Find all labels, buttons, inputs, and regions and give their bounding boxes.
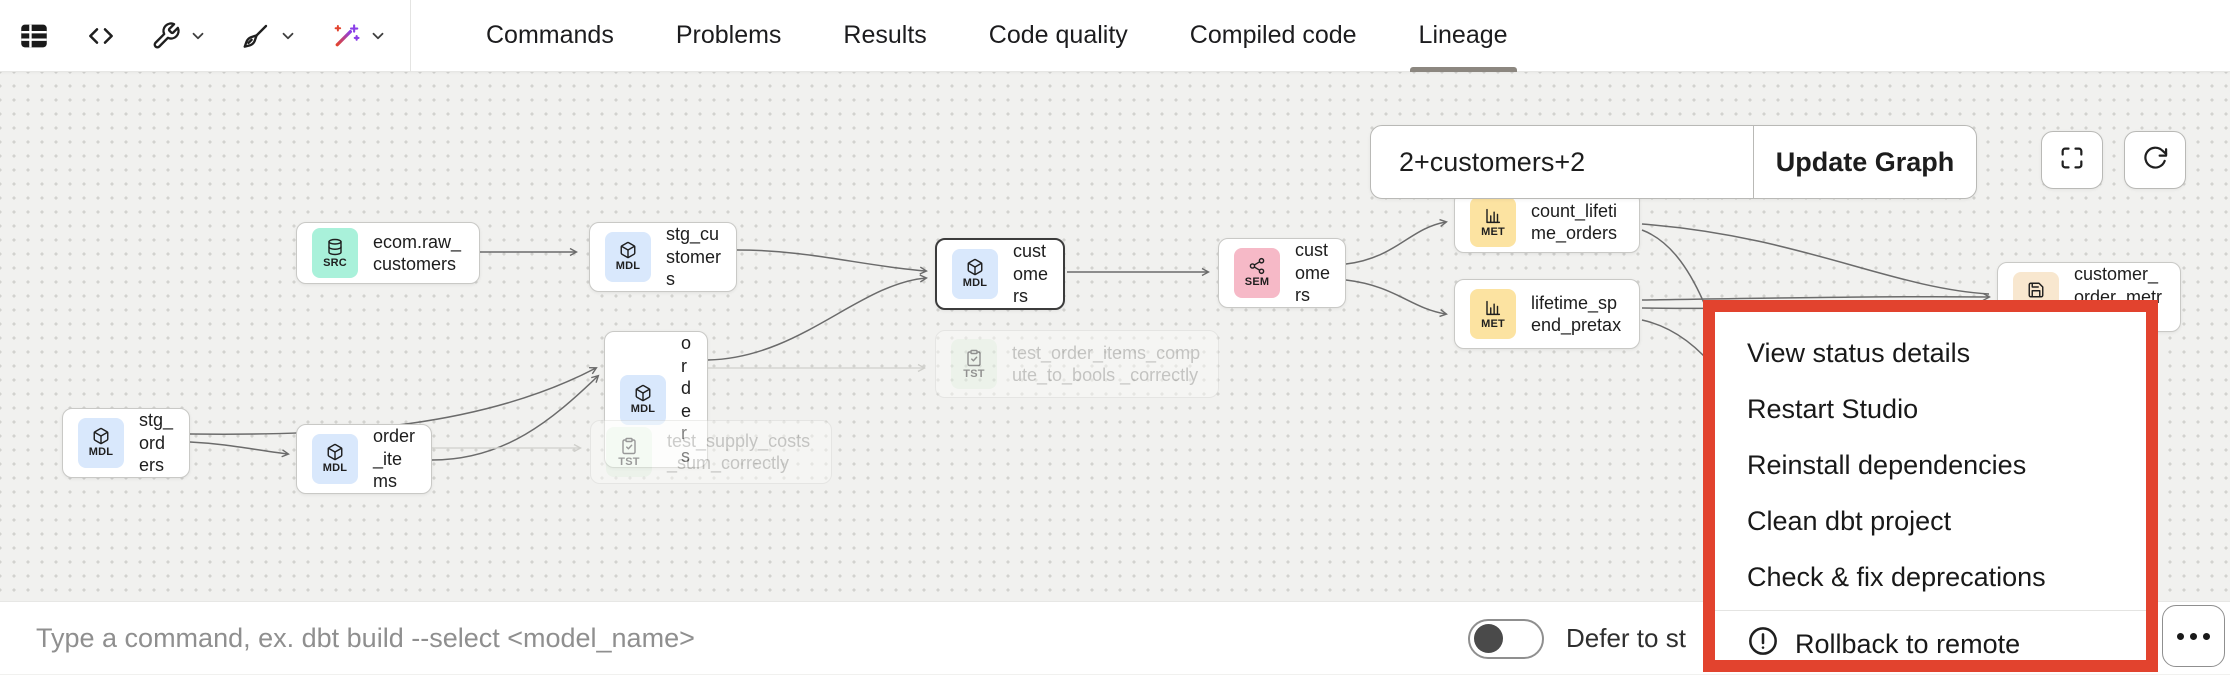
defer-toggle[interactable] (1468, 619, 1544, 659)
node-label: orders (681, 333, 692, 466)
cube-icon (92, 427, 110, 445)
fullscreen-button[interactable] (2041, 131, 2103, 189)
fullscreen-icon (2058, 144, 2086, 177)
menu-item-label: Restart Studio (1747, 393, 1919, 424)
magic-wand-icon (331, 21, 361, 51)
warning-icon (1747, 625, 1779, 664)
mdl-badge: MDL (78, 417, 124, 468)
build-tools-button[interactable] (134, 0, 224, 72)
cube-icon (619, 241, 637, 259)
lineage-node-test-order-items[interactable]: TST test_order_items_compute_to_bools _c… (935, 330, 1219, 398)
tab-problems[interactable]: Problems (675, 21, 782, 49)
node-label: lifetime_spend_pretax (1531, 292, 1622, 336)
mdl-badge: MDL (605, 231, 651, 282)
lineage-node-stg-customers[interactable]: MDL stg_customers (589, 222, 737, 292)
mdl-badge: MDL (952, 248, 998, 299)
cube-icon (326, 443, 344, 461)
ellipsis-icon (2177, 632, 2184, 640)
node-label: customers (1295, 240, 1331, 305)
tst-badge: TST (951, 339, 997, 389)
refresh-icon (2141, 144, 2169, 177)
toggle-knob (1474, 624, 1503, 653)
floppy-disk-icon (2027, 281, 2045, 299)
node-label: count_lifetime_orders (1531, 200, 1618, 244)
lineage-node-ecom-raw-customers[interactable]: SRC ecom.raw_customers (296, 222, 480, 284)
node-label: order_items (373, 426, 416, 491)
menu-item-label: Clean dbt project (1747, 505, 1952, 536)
bar-chart-icon (1484, 207, 1502, 225)
lineage-node-stg-orders[interactable]: MDL stg_orders (62, 408, 190, 478)
ai-assist-button[interactable] (314, 0, 404, 72)
chevron-down-icon (279, 27, 297, 45)
menu-item-restart-studio[interactable]: Restart Studio (1715, 381, 2146, 437)
menu-item-label: Rollback to remote (1795, 628, 2021, 659)
menu-divider (1715, 610, 2146, 611)
met-badge: MET (1470, 197, 1516, 247)
tab-code-quality[interactable]: Code quality (988, 21, 1128, 49)
broom-icon (241, 21, 271, 51)
top-toolbar: Commands Problems Results Code quality Compi… (0, 0, 2230, 72)
table-view-button[interactable] (0, 0, 68, 72)
chevron-down-icon (189, 27, 207, 45)
update-graph-button[interactable]: Update Graph (1775, 146, 1955, 177)
code-view-button[interactable] (68, 0, 134, 72)
selector-input[interactable]: 2+customers+2 (1371, 126, 1754, 198)
clipboard-check-icon (620, 437, 638, 455)
refresh-button[interactable] (2124, 131, 2186, 189)
node-label: test_order_items_compute_to_bools _corre… (1012, 342, 1201, 386)
mdl-badge: MDL (312, 433, 358, 484)
node-label: customers (1013, 241, 1049, 306)
panel-tabs: Commands Problems Results Code quality Compi… (455, 0, 1539, 72)
node-label: test_supply_costs_sum_correctly (667, 430, 811, 474)
menu-item-label: Reinstall dependencies (1747, 449, 2027, 480)
lineage-node-count-lifetime-orders[interactable]: MET count_lifetime_orders (1454, 191, 1640, 253)
database-icon (326, 238, 344, 256)
bar-chart-icon (1484, 299, 1502, 317)
sem-badge: SEM (1234, 247, 1280, 298)
menu-item-check-fix-deprecations[interactable]: Check & fix deprecations (1715, 549, 2146, 605)
clean-tools-button[interactable] (224, 0, 314, 72)
defer-toggle-label: Defer to st (1566, 623, 1686, 653)
lineage-node-order-items[interactable]: MDL order_items (296, 424, 432, 494)
lineage-selector: 2+customers+2 Update Graph (1370, 125, 1977, 199)
tst-badge: TST (606, 427, 652, 477)
menu-item-rollback-to-remote[interactable]: Rollback to remote (1715, 616, 2146, 672)
menu-item-clean-dbt-project[interactable]: Clean dbt project (1715, 493, 2146, 549)
wrench-icon (151, 21, 181, 51)
node-label: stg_customers (666, 224, 722, 289)
src-badge: SRC (312, 228, 358, 278)
share-nodes-icon (1248, 257, 1266, 275)
command-input[interactable]: Type a command, ex. dbt build --select <… (36, 623, 695, 653)
menu-item-reinstall-dependencies[interactable]: Reinstall dependencies (1715, 437, 2146, 493)
chevron-down-icon (369, 27, 387, 45)
tab-commands[interactable]: Commands (486, 21, 614, 49)
lineage-node-customers-semantic[interactable]: SEM customers (1218, 238, 1346, 308)
node-label: stg_orders (139, 410, 174, 475)
toolbar-divider (410, 0, 411, 72)
lineage-node-lifetime-spend-pretax[interactable]: MET lifetime_spend_pretax (1454, 279, 1640, 349)
node-label: ecom.raw_customers (373, 231, 462, 275)
lineage-node-customers-model[interactable]: MDL customers (935, 238, 1065, 310)
clipboard-check-icon (965, 349, 983, 367)
tab-lineage[interactable]: Lineage (1388, 0, 1539, 72)
menu-item-label: View status details (1747, 337, 1971, 368)
table-icon (17, 19, 51, 53)
met-badge: MET (1470, 289, 1516, 339)
tab-compiled-code[interactable]: Compiled code (1189, 21, 1357, 49)
mdl-badge: MDL (620, 374, 666, 425)
more-options-button[interactable] (2162, 605, 2225, 667)
lineage-node-orders[interactable]: MDL orders (604, 331, 708, 468)
tab-results[interactable]: Results (843, 21, 927, 49)
lineage-node-test-supply-costs[interactable]: TST test_supply_costs_sum_correctly (590, 420, 832, 484)
cube-icon (634, 384, 652, 402)
menu-item-label: Check & fix deprecations (1747, 561, 2046, 592)
code-icon (85, 20, 117, 52)
cube-icon (966, 258, 984, 276)
menu-item-view-status-details[interactable]: View status details (1715, 325, 2146, 381)
